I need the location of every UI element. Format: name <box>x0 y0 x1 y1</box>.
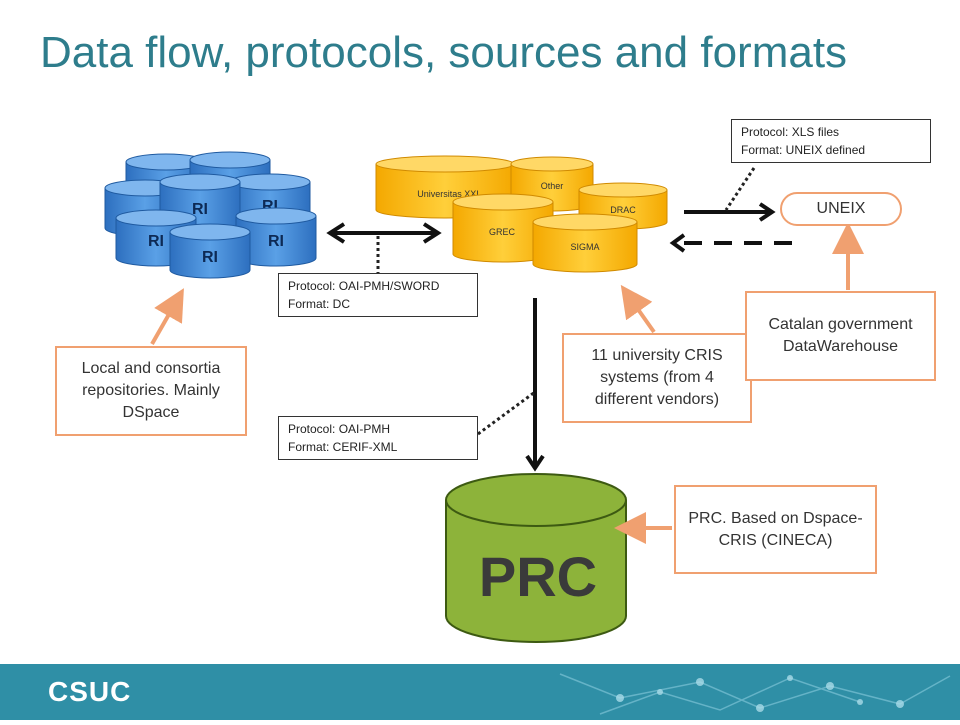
note-line: Format: CERIF-XML <box>288 440 398 454</box>
uneix-to-cris-dashed-arrow <box>669 233 792 253</box>
uneix-node: UNEIX <box>780 192 902 226</box>
ri-cylinder: RI <box>169 223 251 279</box>
ri-label: RI <box>268 233 284 250</box>
ri-cris-double-arrow <box>326 222 442 244</box>
note-line: Format: DC <box>288 297 351 311</box>
cris-label: DRAC <box>610 205 636 215</box>
note-line: Protocol: OAI-PMH/SWORD <box>288 279 440 293</box>
ri-label: RI <box>148 233 164 250</box>
callout-catalan-government: Catalan government DataWarehouse <box>745 291 936 381</box>
callout-cris-systems: 11 university CRIS systems (from 4 diffe… <box>562 333 752 423</box>
prc-database-cylinder: PRC <box>445 473 627 643</box>
data-flow-diagram: RI RI RI RI RI Universitas XXI <box>104 151 864 643</box>
ri-label: RI <box>202 249 218 266</box>
cris-label: GREC <box>489 227 516 237</box>
callout-prc: PRC. Based on Dspace-CRIS (CINECA) <box>674 485 877 574</box>
csuc-logo: CSUC <box>48 676 132 707</box>
note-line: Protocol: XLS files <box>741 125 840 139</box>
cris-cylinder-grec: GREC <box>452 193 554 263</box>
page-title: Data flow, protocols, sources and format… <box>40 28 848 77</box>
cris-cylinder-sigma: SIGMA <box>532 213 638 273</box>
footer-network-pattern <box>559 673 951 715</box>
note-oai-pmh-sword: Protocol: OAI-PMH/SWORD Format: DC <box>278 273 478 317</box>
ri-cylinder: RI <box>235 207 317 267</box>
note-line: Format: UNEIX defined <box>741 143 866 157</box>
cris-to-uneix-arrow <box>684 202 776 222</box>
cris-systems-cluster: Universitas XXI Other DRAC GREC SIGMA <box>375 155 668 273</box>
cris-label: Other <box>541 181 564 191</box>
cris-label: Universitas XXI <box>417 189 479 199</box>
cerif-note-connector <box>477 390 536 436</box>
callout-pointers <box>150 222 864 544</box>
ri-label: RI <box>192 201 208 218</box>
note-xls-uneix: Protocol: XLS files Format: UNEIX define… <box>731 119 931 163</box>
ri-repositories-cluster: RI RI RI RI RI <box>104 151 317 279</box>
cris-label: SIGMA <box>570 242 599 252</box>
footer-bar <box>0 664 960 720</box>
callout-repositories: Local and consortia repositories. Mainly… <box>55 346 247 436</box>
prc-label: PRC <box>479 545 597 608</box>
xls-note-connector <box>724 167 756 211</box>
note-oai-pmh-cerif: Protocol: OAI-PMH Format: CERIF-XML <box>278 416 478 460</box>
cris-to-prc-arrow <box>525 298 545 472</box>
note-line: Protocol: OAI-PMH <box>288 422 391 436</box>
